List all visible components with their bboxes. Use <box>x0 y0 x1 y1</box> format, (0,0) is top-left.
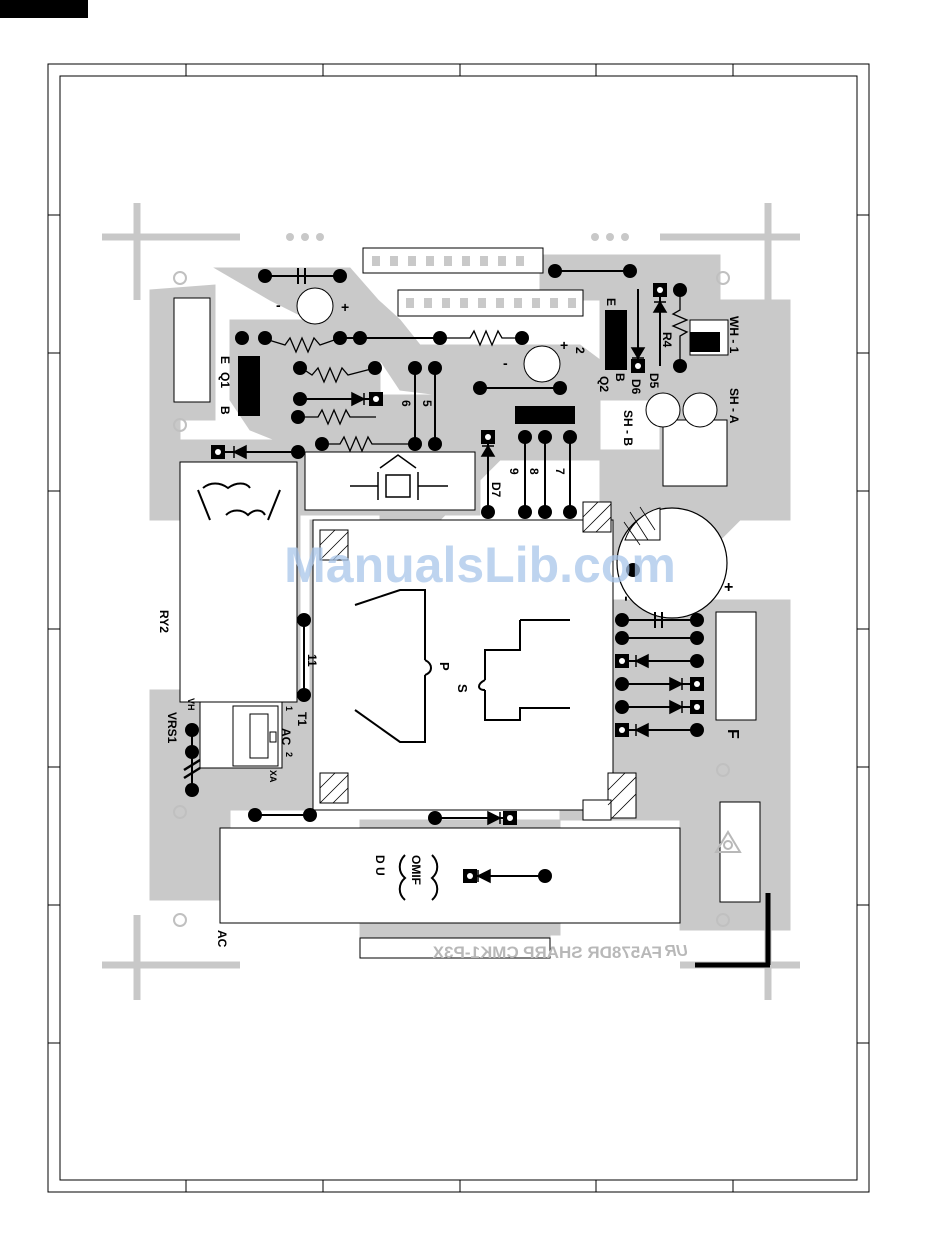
silkscreen-mirrored: FA578DR SHARP CMK1-P3X UR <box>432 943 688 962</box>
label-pin8: 8 <box>527 468 541 475</box>
label-one: 1 <box>284 706 294 711</box>
label-e-top: E <box>604 298 618 306</box>
label-two: 2 <box>284 752 294 757</box>
label-b-left: B <box>218 406 232 415</box>
label-pin7: 7 <box>553 468 567 475</box>
label-plus-small2: + <box>560 337 568 353</box>
label-q2: Q2 <box>597 376 611 392</box>
header-connector-top <box>372 256 524 266</box>
label-pin6: 6 <box>399 400 413 407</box>
label-minus-cap: - <box>618 596 635 601</box>
label-s: S <box>455 684 470 693</box>
label-sh-b: SH - B <box>621 410 635 446</box>
watermark: ManualsLib.com <box>284 537 676 593</box>
label-plus-cap: + <box>724 579 733 596</box>
label-omif: OMIF <box>409 855 423 885</box>
label-pin11: 11 <box>305 654 319 667</box>
label-pin5: 5 <box>420 400 434 407</box>
label-p: P <box>437 662 452 671</box>
label-d5: D5 <box>647 373 661 389</box>
label-minus-small2: - <box>503 355 508 371</box>
label-vh: VH <box>186 698 196 711</box>
label-b-top: B <box>613 373 627 382</box>
label-ac-t1: AC <box>279 728 293 746</box>
label-t1: T1 <box>295 712 309 726</box>
label-vrs1: VRS1 <box>165 712 179 744</box>
registration-dots <box>286 233 629 241</box>
label-f: F <box>724 729 741 739</box>
label-sh-a: SH - A <box>727 388 741 424</box>
label-ac-bottom: AC <box>215 930 229 948</box>
label-d7: D7 <box>489 482 503 498</box>
logo-mark: UR <box>664 943 688 960</box>
silkscreen-text: FA578DR SHARP CMK1-P3X <box>432 943 662 962</box>
label-e-left: E <box>218 356 232 364</box>
label-ry2: RY2 <box>157 610 171 633</box>
label-du: D U <box>373 855 387 876</box>
label-plus-small1: + <box>341 299 349 315</box>
label-pin9: 9 <box>507 468 521 475</box>
page-corner-tab <box>0 0 88 18</box>
label-wh1: WH - 1 <box>727 316 741 354</box>
label-minus-small1: - <box>276 297 281 313</box>
label-r4: R4 <box>660 332 674 348</box>
label-pin2: 2 <box>573 347 587 354</box>
label-q1: Q1 <box>218 372 232 388</box>
label-xa: XA <box>268 770 278 783</box>
label-d6: D6 <box>629 379 643 395</box>
